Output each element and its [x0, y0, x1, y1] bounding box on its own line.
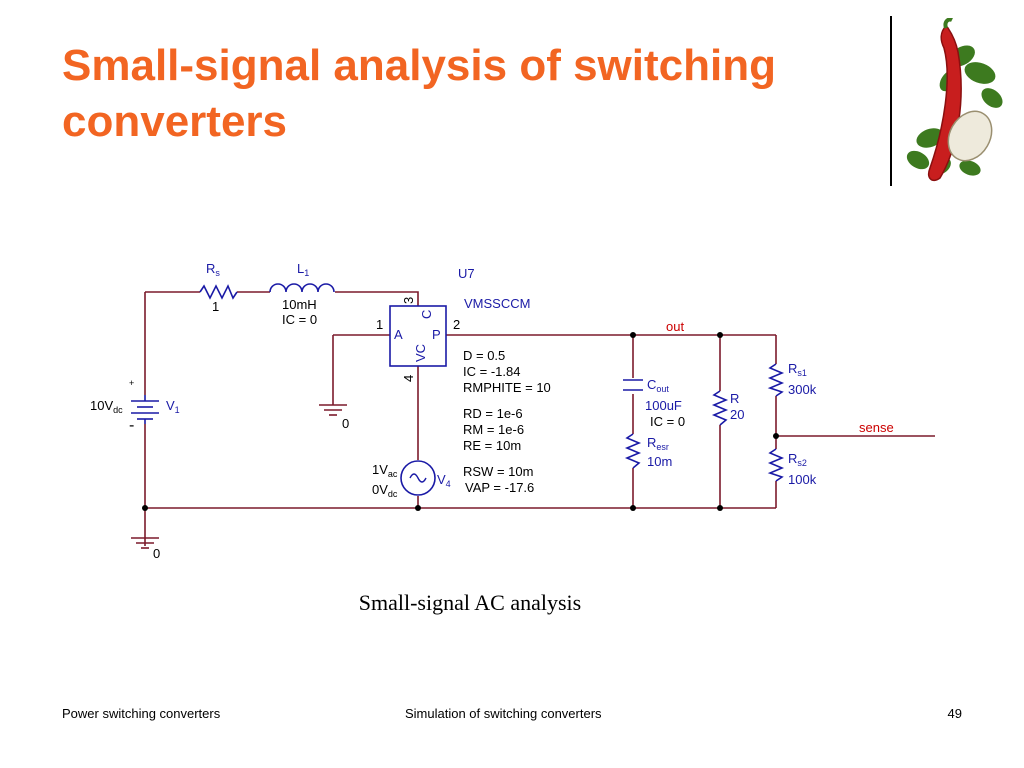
- u7-param: IC = -1.84: [463, 364, 520, 379]
- slide-title: Small-signal analysis of switching conve…: [62, 41, 776, 146]
- u7-param: RSW = 10m: [463, 464, 533, 479]
- u7-param: VAP = -17.6: [465, 480, 534, 495]
- page-number: 49: [947, 706, 962, 721]
- footer-center: Simulation of switching converters: [405, 706, 602, 721]
- u7-pin4: 4: [401, 375, 416, 382]
- resr-value: 10m: [647, 454, 672, 469]
- u7-param: RM = 1e-6: [463, 422, 524, 437]
- pepper-stem: [943, 18, 953, 29]
- wires: [144, 291, 935, 546]
- resistor-r[interactable]: [711, 390, 729, 426]
- rs-value: 1: [212, 299, 219, 314]
- l1-value: 10mH: [282, 297, 317, 312]
- junction-dot: [773, 433, 779, 439]
- resistor-rs1[interactable]: [767, 363, 785, 397]
- junction-dot: [717, 505, 723, 511]
- v4-dc-value: 0Vdc: [372, 482, 398, 499]
- u7-pin2: 2: [453, 317, 460, 332]
- cout-ic: IC = 0: [650, 414, 685, 429]
- junctions: [142, 332, 779, 511]
- v4-label: V4: [437, 472, 451, 489]
- l1-ic: IC = 0: [282, 312, 317, 327]
- net-label-out: out: [666, 319, 684, 334]
- rs-label: Rs: [206, 261, 220, 278]
- ground-label-b: 0: [153, 546, 160, 561]
- ground-symbol: [319, 404, 347, 416]
- footer-left: Power switching converters: [62, 706, 221, 721]
- u7-pin-vc: VC: [413, 344, 428, 362]
- v4-ac-value: 1Vac: [372, 462, 398, 479]
- switch-model-u7[interactable]: [389, 305, 447, 367]
- resistor-rs2[interactable]: [767, 448, 785, 482]
- garlic-clove: [947, 110, 993, 162]
- resistor-rs[interactable]: [199, 284, 238, 300]
- u7-pin1: 1: [376, 317, 383, 332]
- junction-dot: [630, 505, 636, 511]
- r-value: 20: [730, 407, 744, 422]
- title-divider: [890, 16, 892, 186]
- v1-plus: +: [129, 378, 134, 388]
- v1-minus: -: [129, 417, 134, 434]
- cout-label: Cout: [647, 377, 669, 394]
- cout-value: 100uF: [645, 398, 682, 413]
- sine-icon: [409, 473, 427, 483]
- v1-label: V1: [166, 398, 180, 415]
- figure-caption: Small-signal AC analysis: [358, 590, 582, 615]
- battery-v1[interactable]: [131, 395, 159, 424]
- junction-dot: [717, 332, 723, 338]
- junction-dot: [630, 332, 636, 338]
- u7-pin-p: P: [432, 327, 441, 342]
- u7-param: RE = 10m: [463, 438, 521, 453]
- v1-value: 10Vdc: [90, 398, 123, 415]
- rs2-label: Rs2: [788, 451, 807, 468]
- resistor-resr[interactable]: [624, 433, 642, 469]
- rs1-value: 300k: [788, 382, 817, 397]
- rs1-label: Rs1: [788, 361, 807, 378]
- u7-pin-c: C: [419, 310, 434, 319]
- ground-symbol: [131, 537, 159, 549]
- r-label: R: [730, 391, 739, 406]
- junction-dot: [415, 505, 421, 511]
- pepper-logo: [906, 18, 1003, 182]
- u7-param: RMPHITE = 10: [463, 380, 551, 395]
- rs2-value: 100k: [788, 472, 817, 487]
- u7-name: U7: [458, 266, 475, 281]
- inductor-l1[interactable]: [269, 283, 335, 293]
- u7-pin3: 3: [401, 297, 416, 304]
- junction-dot: [142, 505, 148, 511]
- u7-param: RD = 1e-6: [463, 406, 523, 421]
- resr-label: Resr: [647, 435, 669, 452]
- u7-param: D = 0.5: [463, 348, 505, 363]
- u7-model: VMSSCCM: [464, 296, 530, 311]
- capacitor-cout[interactable]: [623, 379, 643, 391]
- l1-label: L1: [297, 261, 309, 278]
- ground-label-a: 0: [342, 416, 349, 431]
- u7-pin-a: A: [394, 327, 403, 342]
- net-label-sense: sense: [859, 420, 894, 435]
